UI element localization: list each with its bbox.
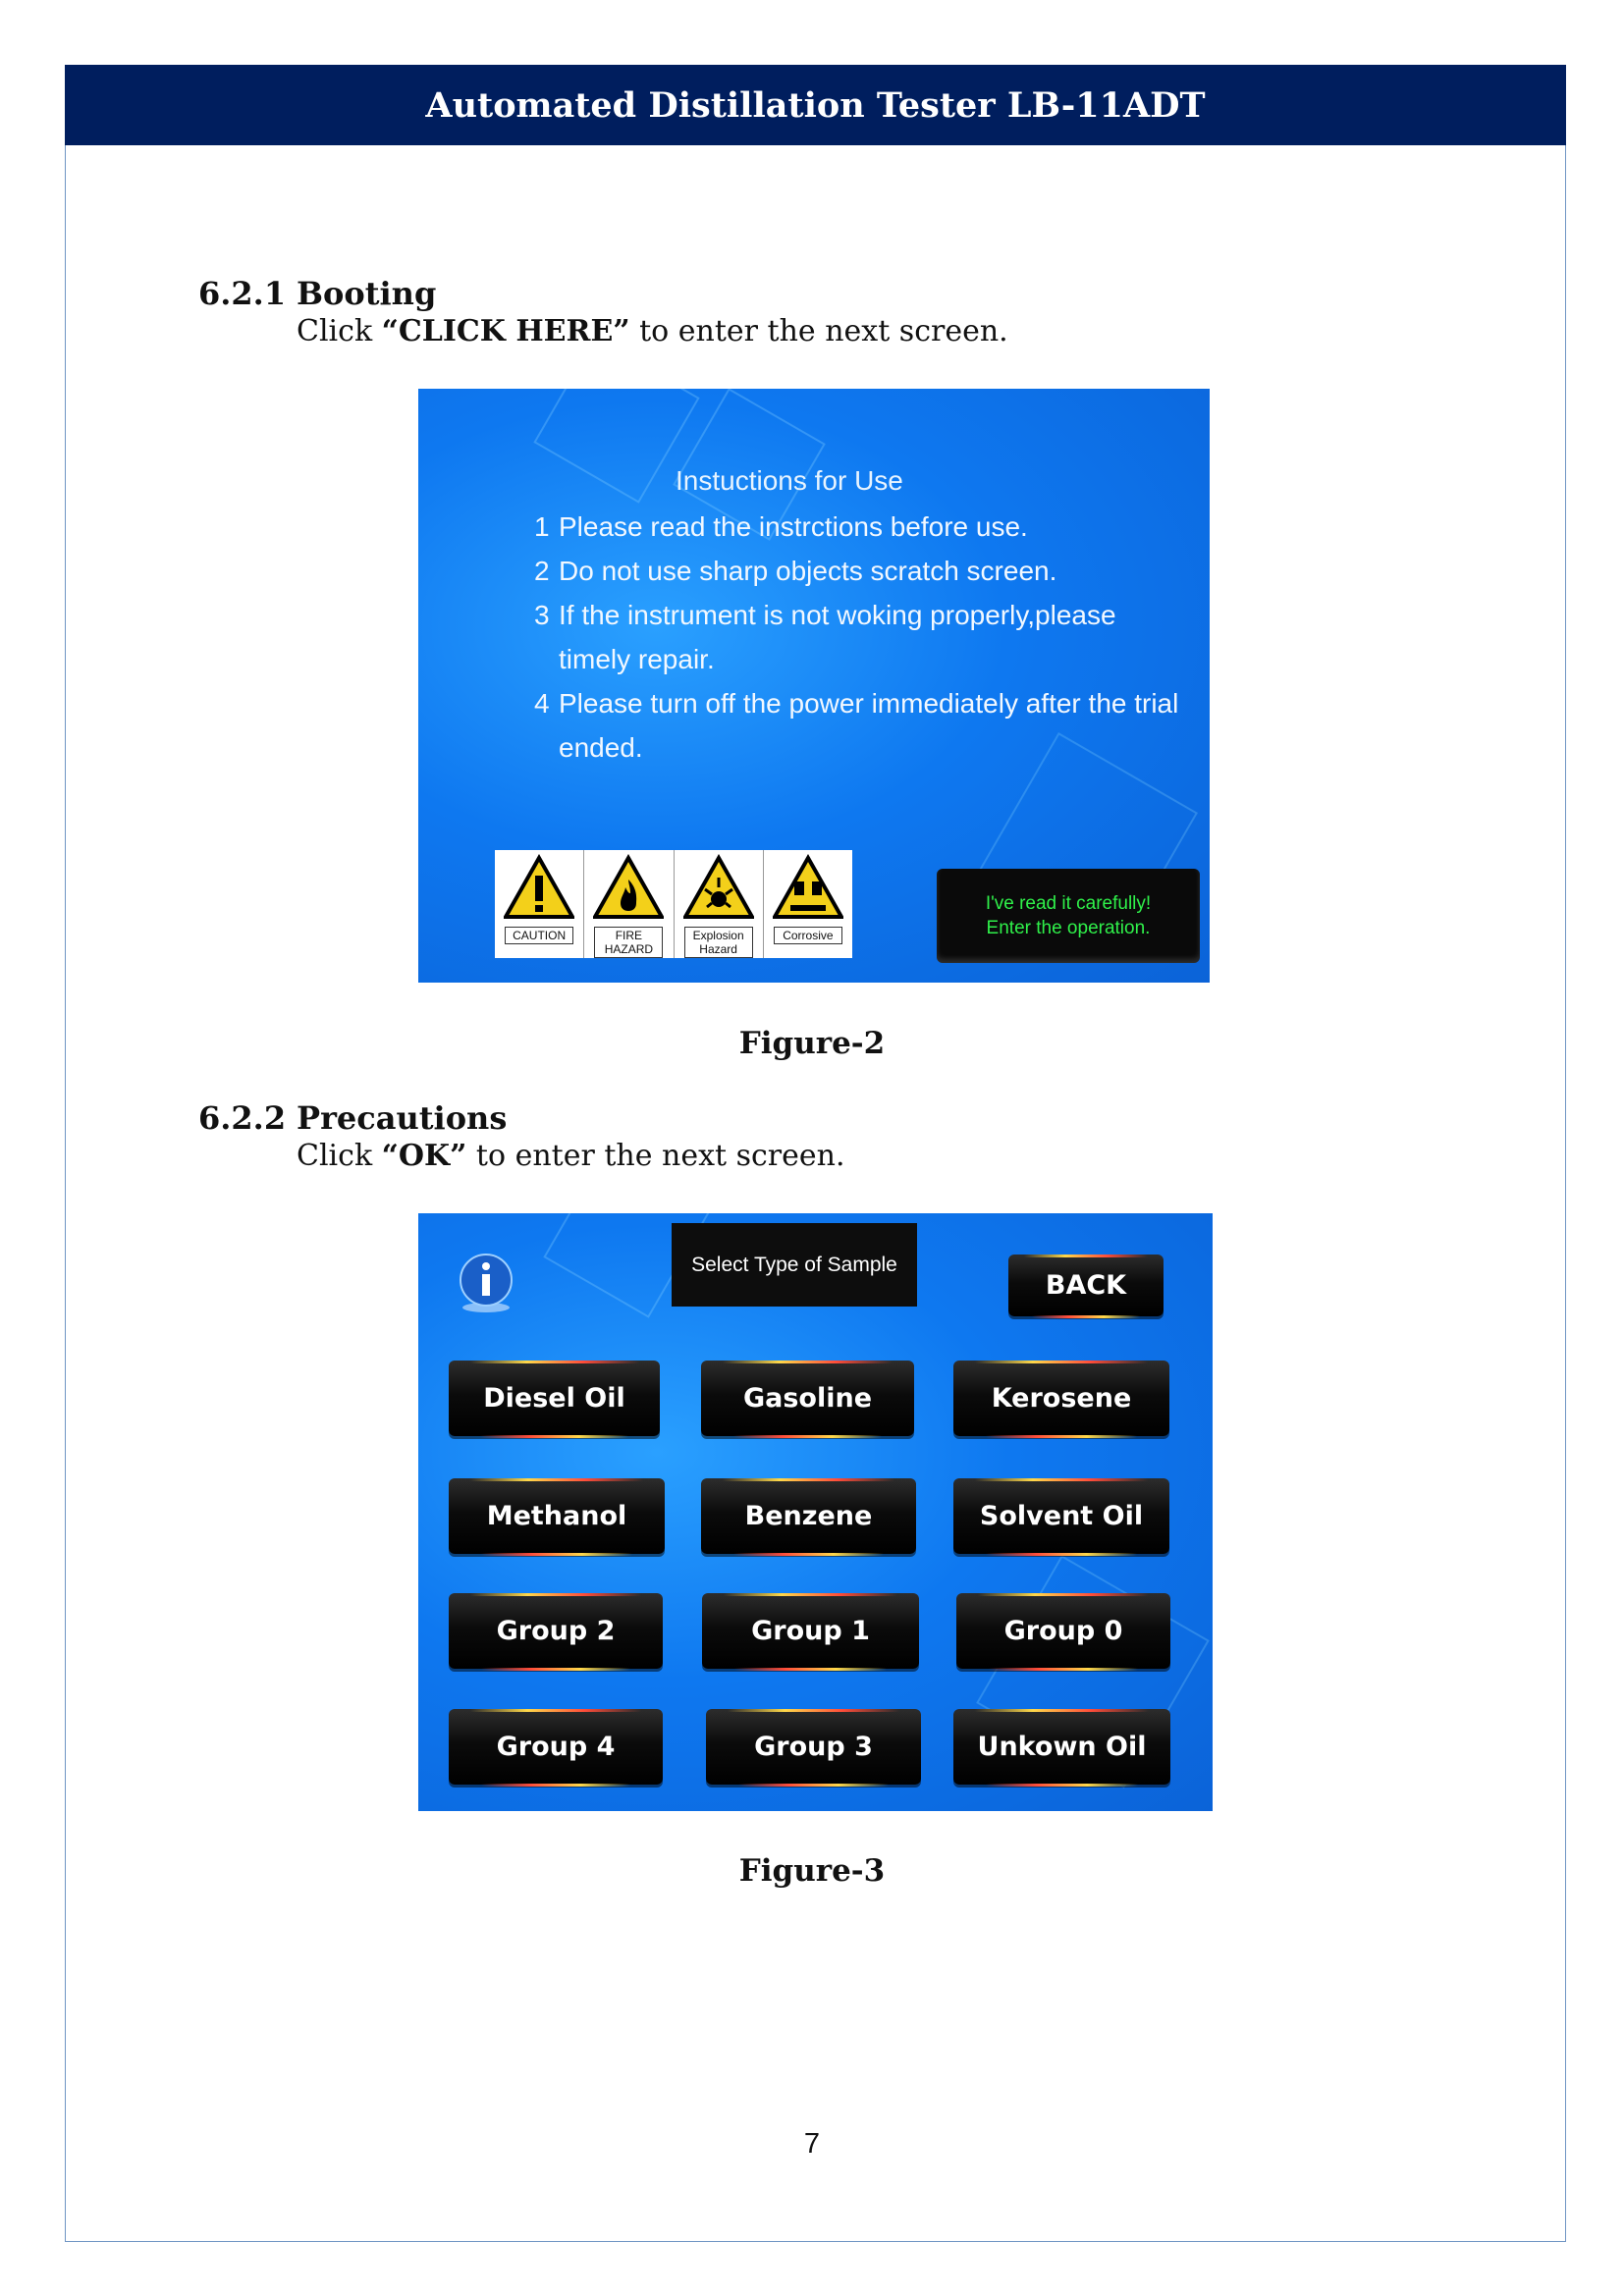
list-item: 4 Please turn off the power immediately a… bbox=[534, 681, 1182, 770]
instructions-list: 1 Please read the instrctions before use.… bbox=[534, 505, 1182, 770]
explosion-hazard-icon bbox=[682, 854, 754, 919]
figure-3-screenshot: Select Type of Sample BACK Diesel Oil Ga… bbox=[418, 1213, 1213, 1811]
instruction-text: Click bbox=[297, 1139, 382, 1173]
read-carefully-button[interactable]: I've read it carefully! Enter the operat… bbox=[937, 869, 1200, 963]
back-button[interactable]: BACK bbox=[1008, 1255, 1164, 1318]
sample-button-group-3[interactable]: Group 3 bbox=[706, 1709, 921, 1787]
sample-button-group-1[interactable]: Group 1 bbox=[702, 1593, 919, 1671]
section-instruction: Click “CLICK HERE” to enter the next scr… bbox=[297, 314, 1008, 348]
fire-hazard-icon bbox=[593, 854, 665, 919]
item-text: Please read the instrctions before use. bbox=[559, 511, 1028, 542]
corrosive-icon bbox=[772, 854, 843, 919]
sample-button-group-2[interactable]: Group 2 bbox=[449, 1593, 663, 1671]
figure-2-screenshot: Instuctions for Use 1 Please read the ins… bbox=[418, 389, 1210, 983]
item-text: Do not use sharp objects scratch screen. bbox=[559, 556, 1057, 586]
item-number: 3 bbox=[534, 600, 550, 630]
sample-button-gasoline[interactable]: Gasoline bbox=[701, 1361, 914, 1438]
page-number: 7 bbox=[803, 2128, 821, 2160]
button-line: I've read it carefully! bbox=[985, 893, 1152, 914]
explosion-hazard-sign: Explosion Hazard bbox=[675, 850, 764, 958]
sample-button-kerosene[interactable]: Kerosene bbox=[953, 1361, 1169, 1438]
sample-button-unknown-oil[interactable]: Unkown Oil bbox=[953, 1709, 1170, 1787]
select-sample-label: Select Type of Sample bbox=[672, 1223, 917, 1307]
item-number: 1 bbox=[534, 511, 550, 542]
instruction-emphasis: “OK” bbox=[381, 1139, 467, 1173]
sign-label: Corrosive bbox=[773, 927, 842, 944]
list-item: 3 If the instrument is not woking properl… bbox=[534, 593, 1182, 681]
section-number: 6.2.2 bbox=[198, 1099, 287, 1137]
section-title: Precautions bbox=[297, 1099, 508, 1137]
list-item: 2 Do not use sharp objects scratch screen… bbox=[534, 549, 1182, 593]
instruction-emphasis: “CLICK HERE” bbox=[381, 314, 630, 348]
sample-button-benzene[interactable]: Benzene bbox=[701, 1478, 916, 1556]
list-item: 1 Please read the instrctions before use. bbox=[534, 505, 1182, 549]
sample-button-group-0[interactable]: Group 0 bbox=[956, 1593, 1170, 1671]
caution-icon bbox=[504, 854, 575, 919]
item-text: Please turn off the power immediately af… bbox=[559, 688, 1179, 763]
corrosive-sign: Corrosive bbox=[764, 850, 852, 958]
sample-button-group-4[interactable]: Group 4 bbox=[449, 1709, 663, 1787]
sign-label: CAUTION bbox=[505, 927, 574, 944]
section-heading-booting: 6.2.1 Booting bbox=[198, 275, 436, 312]
header-title: Automated Distillation Tester LB-11ADT bbox=[425, 84, 1206, 126]
sample-button-methanol[interactable]: Methanol bbox=[449, 1478, 665, 1556]
hazard-signs: CAUTION FIRE HAZARD Explosion Hazard C bbox=[495, 850, 852, 958]
sign-label: Explosion Hazard bbox=[683, 927, 753, 958]
caution-sign: CAUTION bbox=[495, 850, 585, 958]
instruction-text: to enter the next screen. bbox=[629, 314, 1008, 348]
page-header: Automated Distillation Tester LB-11ADT bbox=[65, 65, 1566, 145]
instruction-text: to enter the next screen. bbox=[466, 1139, 845, 1173]
figure-2-caption: Figure-2 bbox=[738, 1026, 886, 1061]
section-heading-precautions: 6.2.2 Precautions bbox=[198, 1099, 507, 1137]
item-number: 2 bbox=[534, 556, 550, 586]
button-line: Enter the operation. bbox=[986, 918, 1151, 938]
item-number: 4 bbox=[534, 688, 550, 719]
sample-button-diesel-oil[interactable]: Diesel Oil bbox=[449, 1361, 660, 1438]
figure-3-caption: Figure-3 bbox=[738, 1853, 886, 1889]
sign-label: FIRE HAZARD bbox=[594, 927, 664, 958]
instruction-text: Click bbox=[297, 314, 382, 348]
section-instruction: Click “OK” to enter the next screen. bbox=[297, 1139, 845, 1173]
section-number: 6.2.1 bbox=[198, 275, 287, 312]
instructions-title: Instuctions for Use bbox=[676, 465, 903, 496]
fire-hazard-sign: FIRE HAZARD bbox=[584, 850, 675, 958]
sample-button-solvent-oil[interactable]: Solvent Oil bbox=[953, 1478, 1169, 1556]
item-text: If the instrument is not woking properly… bbox=[559, 600, 1116, 674]
section-title: Booting bbox=[297, 275, 437, 312]
info-icon[interactable] bbox=[454, 1251, 518, 1315]
